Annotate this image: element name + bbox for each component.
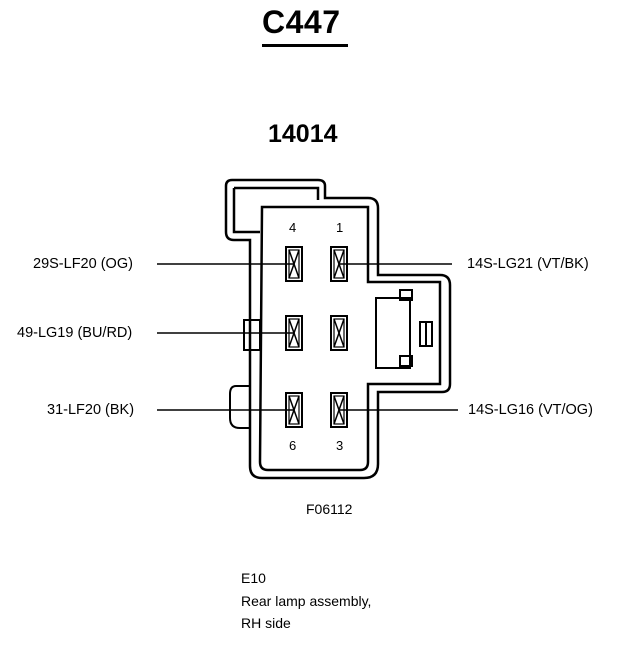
wire-label-middle-left: 49-LG19 (BU/RD)	[17, 325, 133, 341]
wire-label-bottom-right: 14S-LG16 (VT/OG)	[468, 402, 593, 418]
part-number: 14014	[268, 120, 338, 148]
wire-label-bottom-left: 31-LF20 (BK)	[47, 402, 135, 418]
title-underline	[262, 44, 348, 47]
locking-tab	[375, 289, 433, 369]
connector-id: C447	[262, 4, 341, 40]
figure-id: F06112	[306, 501, 353, 517]
terminal-cavities	[285, 246, 348, 428]
top-latch	[232, 186, 320, 234]
pin-number-4: 4	[289, 220, 296, 235]
note-description-line1: Rear lamp assembly,	[241, 593, 372, 609]
cavity-r2-c2	[330, 315, 348, 351]
wire-leaders	[157, 263, 458, 411]
pin-number-1: 1	[336, 220, 343, 235]
pin-number-3: 3	[336, 438, 343, 453]
note-code: E10	[241, 570, 266, 586]
side-key-tabs	[229, 319, 261, 429]
housing-inner	[258, 205, 442, 472]
wire-label-top-left: 29S-LF20 (OG)	[33, 256, 133, 272]
note-description-line2: RH side	[241, 615, 291, 631]
wire-label-top-right: 14S-LG21 (VT/BK)	[467, 256, 589, 272]
housing-outline	[224, 178, 452, 480]
pin-number-6: 6	[289, 438, 296, 453]
